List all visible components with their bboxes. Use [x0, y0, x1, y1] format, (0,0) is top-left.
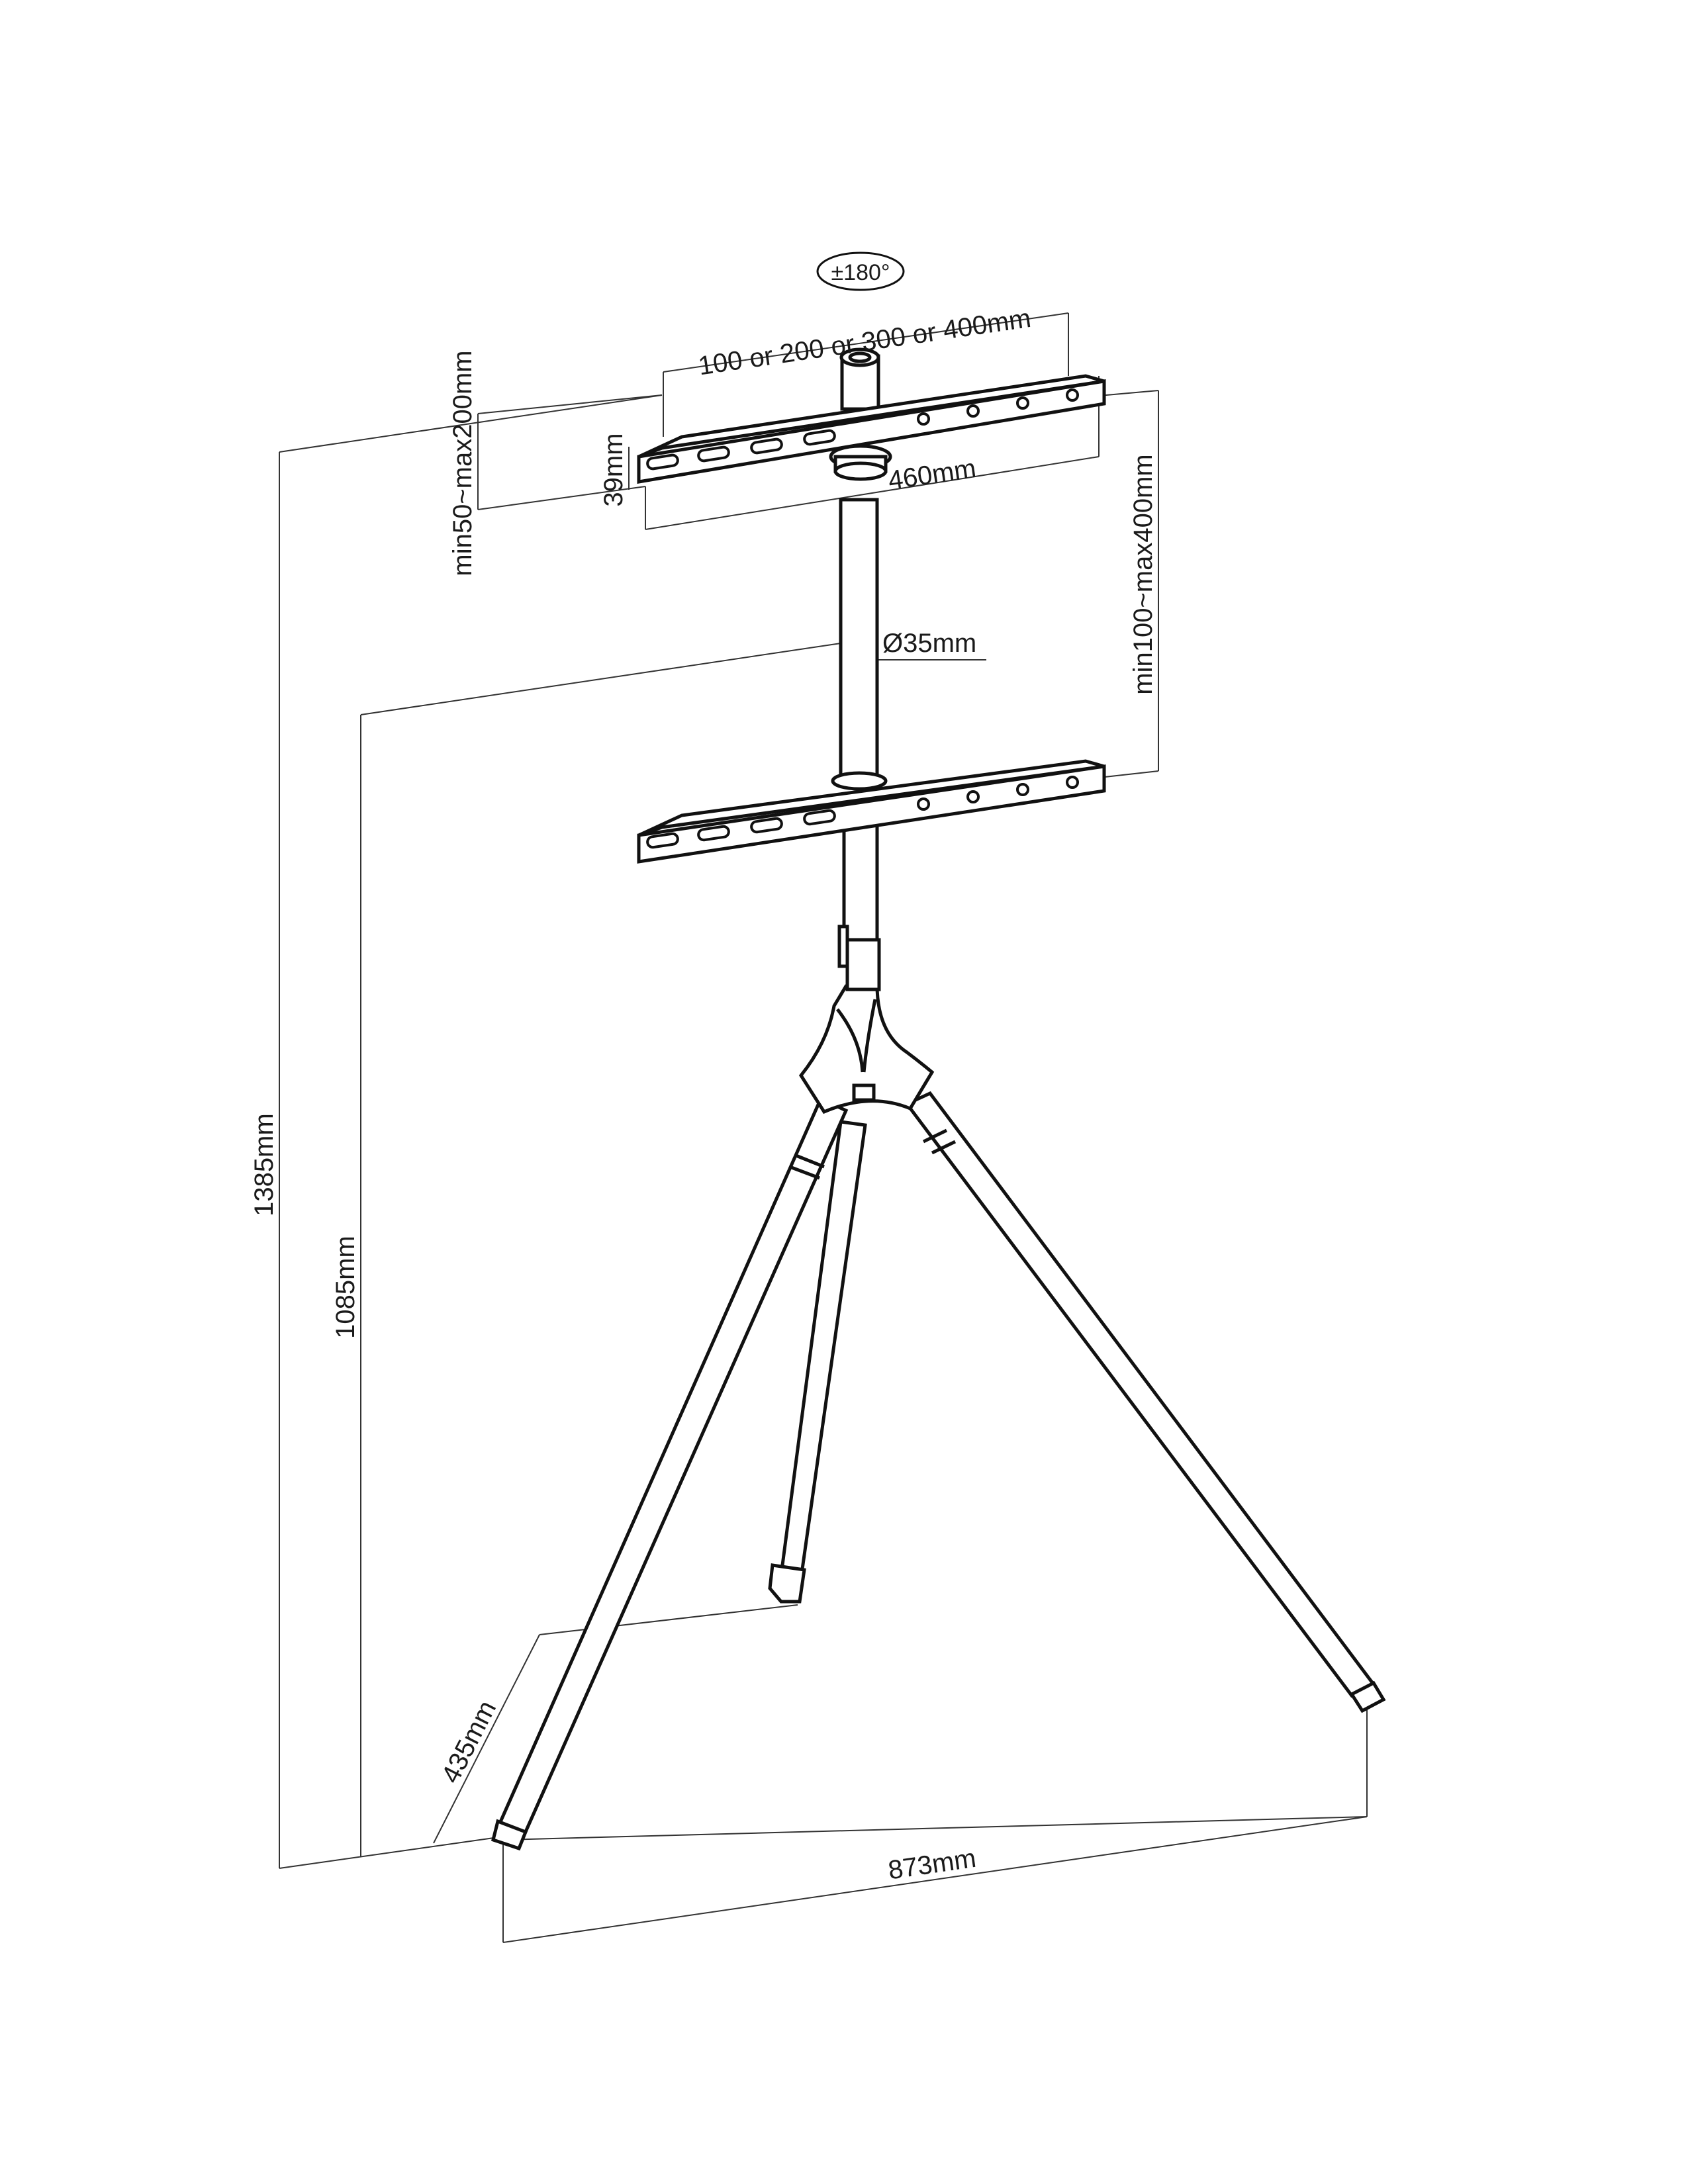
bar-spacing-label: min100~max400mm	[1129, 454, 1158, 695]
tripod-legs	[491, 1091, 1386, 1851]
lower-bracket	[637, 759, 1106, 864]
dimension-lines	[279, 312, 1368, 1943]
top-bar-vertical-label: min50~max200mm	[448, 350, 477, 576]
lower-bracket-clamp	[831, 771, 888, 791]
pole-upper	[839, 498, 879, 780]
lower-height-label: 1085mm	[331, 1236, 360, 1339]
pole-clamp	[837, 925, 849, 968]
rotation-label: ±180°	[831, 260, 890, 285]
bar-length-label: 460mm	[886, 454, 978, 496]
bar-height-label: 39mm	[599, 433, 628, 506]
front-left-leg-foot	[491, 1819, 528, 1851]
hub-knob	[852, 1083, 876, 1102]
rotation-icon	[816, 251, 905, 291]
front-right-leg-joint	[922, 1128, 948, 1144]
dimension-labels: 100 or 200 or 300 or 400mm min50~max200m…	[250, 304, 1158, 1886]
pole-diameter-label: Ø35mm	[882, 629, 976, 658]
rear-leg-foot	[768, 1563, 806, 1604]
total-height-label: 1385mm	[250, 1113, 279, 1216]
tripod-hub	[798, 983, 935, 1115]
center-pole	[829, 347, 892, 991]
base-width-label: 873mm	[886, 1844, 978, 1886]
front-right-leg	[904, 1091, 1376, 1698]
rotation-badge: ±180°	[816, 251, 905, 291]
pole-collar	[845, 938, 881, 991]
top-bracket	[637, 374, 1106, 484]
front-right-leg-foot	[1349, 1680, 1386, 1713]
front-left-leg-joint	[794, 1153, 825, 1169]
